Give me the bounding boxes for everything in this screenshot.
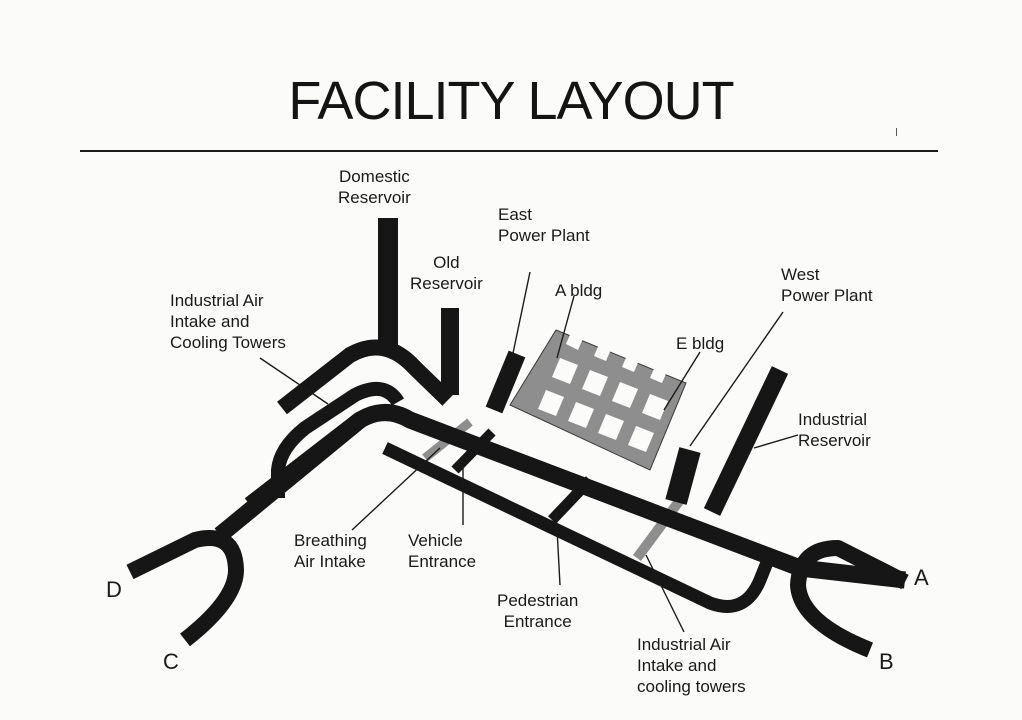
label-vehicle-entrance: Vehicle Entrance (408, 531, 477, 571)
label-industrial-air-intake-top: Industrial Air Intake and Cooling Towers (170, 291, 286, 352)
industrial-air-corridor (632, 497, 685, 561)
endpoint-a: A (914, 565, 929, 590)
label-industrial-air-intake-bottom: Industrial Air Intake and cooling towers (637, 635, 746, 696)
leader-lines (259, 271, 799, 633)
endpoint-d: D (106, 577, 122, 602)
label-west-power-plant: West Power Plant (781, 265, 873, 305)
label-e-bldg: E bldg (676, 334, 725, 353)
label-domestic-reservoir: Domestic Reservoir (338, 167, 411, 207)
label-pedestrian-entrance: Pedestrian Entrance (497, 591, 579, 631)
endpoint-c: C (163, 649, 179, 674)
endpoint-b: B (879, 649, 894, 674)
label-east-power-plant: East Power Plant (498, 205, 590, 245)
title-divider (80, 150, 938, 152)
label-breathing-air-intake: Breathing Air Intake (294, 531, 367, 571)
label-industrial-reservoir: Industrial Reservoir (798, 410, 871, 450)
page-title: FACILITY LAYOUT (288, 71, 734, 131)
a-building (509, 329, 687, 471)
label-old-reservoir: Old Reservoir (410, 253, 483, 293)
label-a-bldg: A bldg (555, 281, 603, 300)
tunnel-network (126, 218, 909, 658)
scan-mark (896, 128, 897, 136)
